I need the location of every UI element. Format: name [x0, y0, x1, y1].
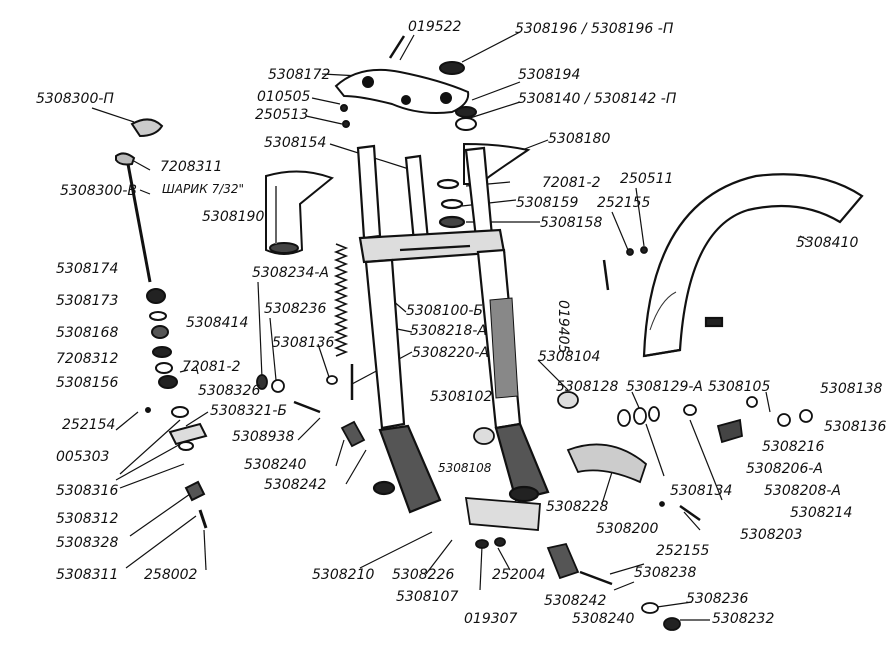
label-5308172: 5308172: [268, 67, 331, 83]
label-5308210: 5308210: [312, 567, 375, 583]
label-5308108: 5308108: [438, 461, 492, 475]
label-72081-2-left: 72081-2: [182, 359, 241, 375]
label-5308228: 5308228: [546, 499, 609, 515]
label-5308134: 5308134: [670, 483, 733, 499]
label-252154: 252154: [62, 417, 116, 433]
label-5308104: 5308104: [538, 349, 601, 365]
label-5308238: 5308238: [634, 565, 697, 581]
label-5308226: 5308226: [392, 567, 455, 583]
label-252004: 252004: [492, 567, 546, 583]
label-5308232: 5308232: [712, 611, 775, 627]
label-7208311: 7208311: [160, 159, 223, 175]
label-5308300v: 5308300-В: [60, 183, 138, 199]
label-5308242-mid: 5308242: [264, 477, 327, 493]
label-5308100b: 5308100-Б: [406, 303, 484, 319]
label-5308321b: 5308321-Б: [210, 403, 288, 419]
label-010505: 010505: [257, 89, 311, 105]
label-5308242-bottom: 5308242: [544, 593, 607, 609]
label-7208312: 7208312: [56, 351, 119, 367]
label-019522: 019522: [408, 19, 462, 35]
label-5308196: 5308196 / 5308196 -П: [515, 21, 674, 37]
label-5308240-mid: 5308240: [244, 457, 307, 473]
fork-spring-part: [333, 243, 354, 400]
label-5308208a: 5308208-А: [764, 483, 841, 499]
label-5308216: 5308216: [762, 439, 825, 455]
label-5308236-bottom: 5308236: [686, 591, 749, 607]
label-5308138: 5308138: [820, 381, 883, 397]
label-5308107: 5308107: [396, 589, 459, 605]
label-5308154: 5308154: [264, 135, 327, 151]
label-5308173: 5308173: [56, 293, 119, 309]
label-019307: 019307: [464, 611, 518, 627]
label-5308220a: 5308220-А: [412, 345, 489, 361]
label-252155-top: 252155: [597, 195, 651, 211]
label-5308128: 5308128: [556, 379, 619, 395]
label-5308410: 5308410: [796, 235, 859, 251]
label-252155-bottom: 252155: [656, 543, 710, 559]
label-5308200: 5308200: [596, 521, 659, 537]
label-5308174: 5308174: [56, 261, 119, 277]
label-005303: 005303: [56, 449, 110, 465]
label-5308136-mid: 5308136: [272, 335, 335, 351]
label-5308234a: 5308234-А: [252, 265, 329, 281]
label-5308140: 5308140 / 5308142 -П: [518, 91, 677, 107]
label-5308240-bottom: 5308240: [572, 611, 635, 627]
label-5308203: 5308203: [740, 527, 803, 543]
label-5308328: 5308328: [56, 535, 119, 551]
label-5308180: 5308180: [548, 131, 611, 147]
label-5308168: 5308168: [56, 325, 119, 341]
label-5308218a: 5308218-А: [410, 323, 487, 339]
label-72081-2-top: 72081-2: [542, 175, 601, 191]
front-fender-part: [642, 173, 864, 358]
label-5308159: 5308159: [516, 195, 579, 211]
label-5308300p: 5308300-П: [36, 91, 114, 107]
label-5308136-right: 5308136: [824, 419, 886, 435]
label-258002: 258002: [144, 567, 198, 583]
label-250511: 250511: [620, 171, 674, 187]
label-5308158: 5308158: [540, 215, 603, 231]
headlamp-bracket-left: [265, 170, 334, 255]
label-5308938: 5308938: [232, 429, 295, 445]
fork-assembly: [356, 144, 550, 514]
label-5308129a: 5308129-А: [626, 379, 703, 395]
label-019405: 019405: [555, 300, 571, 354]
small-parts: [256, 246, 813, 631]
label-5308105: 5308105: [708, 379, 771, 395]
label-sharik: ШАРИК 7/32": [162, 182, 245, 196]
label-5308206a: 5308206-А: [746, 461, 823, 477]
label-5308214: 5308214: [790, 505, 853, 521]
label-250513: 250513: [255, 107, 309, 123]
steering-damper-part: [115, 118, 208, 529]
label-5308316: 5308316: [56, 483, 119, 499]
label-5308102: 5308102: [430, 389, 493, 405]
label-5308414: 5308414: [186, 315, 249, 331]
upper-bridge-part: [334, 35, 477, 131]
label-5308312: 5308312: [56, 511, 119, 527]
label-5308156: 5308156: [56, 375, 119, 391]
label-5308311: 5308311: [56, 567, 119, 583]
label-5308190: 5308190: [202, 209, 265, 225]
label-5308236-top: 5308236: [264, 301, 327, 317]
label-5308194: 5308194: [518, 67, 581, 83]
label-5308326: 5308326: [198, 383, 261, 399]
